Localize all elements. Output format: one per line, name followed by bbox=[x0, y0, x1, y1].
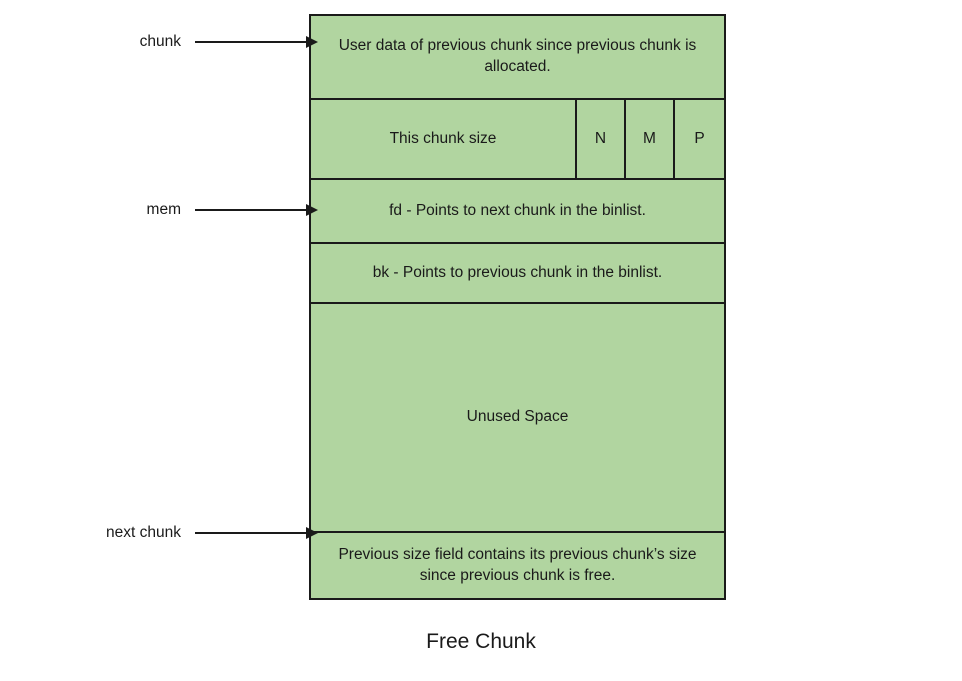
chunk-row-bk: bk - Points to previous chunk in the bin… bbox=[311, 244, 724, 304]
diagram-caption: Free Chunk bbox=[0, 630, 962, 654]
flag-cell-m: M bbox=[626, 100, 675, 178]
chunk-size-label: This chunk size bbox=[389, 129, 497, 147]
chunk-row-prev-size-label: Previous size field contains its previou… bbox=[338, 545, 697, 584]
annotation-mem-line bbox=[195, 209, 306, 211]
arrow-head-icon bbox=[306, 36, 318, 48]
diagram-caption-text: Free Chunk bbox=[426, 630, 536, 653]
chunk-row-user-data: User data of previous chunk since previo… bbox=[311, 16, 724, 100]
free-chunk-diagram: User data of previous chunk since previo… bbox=[309, 14, 726, 600]
chunk-row-prev-size: Previous size field contains its previou… bbox=[311, 533, 724, 598]
annotation-chunk-label: chunk bbox=[139, 33, 181, 50]
annotation-mem-label: mem bbox=[146, 201, 181, 218]
chunk-row-unused-space-label: Unused Space bbox=[466, 408, 569, 426]
chunk-row-chunk-size: This chunk size N M P bbox=[311, 100, 724, 180]
annotation-next-chunk-label: next chunk bbox=[106, 524, 181, 541]
chunk-size-cell: This chunk size bbox=[311, 100, 577, 178]
chunk-row-bk-label: bk - Points to previous chunk in the bin… bbox=[372, 263, 663, 281]
flag-cell-n: N bbox=[577, 100, 626, 178]
arrow-head-icon bbox=[306, 527, 318, 539]
flag-label-p: P bbox=[694, 129, 705, 147]
annotation-chunk-line bbox=[195, 41, 306, 43]
arrow-head-icon bbox=[306, 204, 318, 216]
chunk-row-user-data-label: User data of previous chunk since previo… bbox=[338, 37, 697, 75]
annotation-next-chunk-line bbox=[195, 532, 306, 534]
chunk-row-unused-space: Unused Space bbox=[311, 304, 724, 533]
chunk-row-fd: fd - Points to next chunk in the binlist… bbox=[311, 180, 724, 244]
flag-label-n: N bbox=[594, 129, 607, 147]
flag-label-m: M bbox=[643, 129, 656, 147]
chunk-row-fd-label: fd - Points to next chunk in the binlist… bbox=[389, 201, 646, 219]
flag-cell-p: P bbox=[675, 100, 724, 178]
